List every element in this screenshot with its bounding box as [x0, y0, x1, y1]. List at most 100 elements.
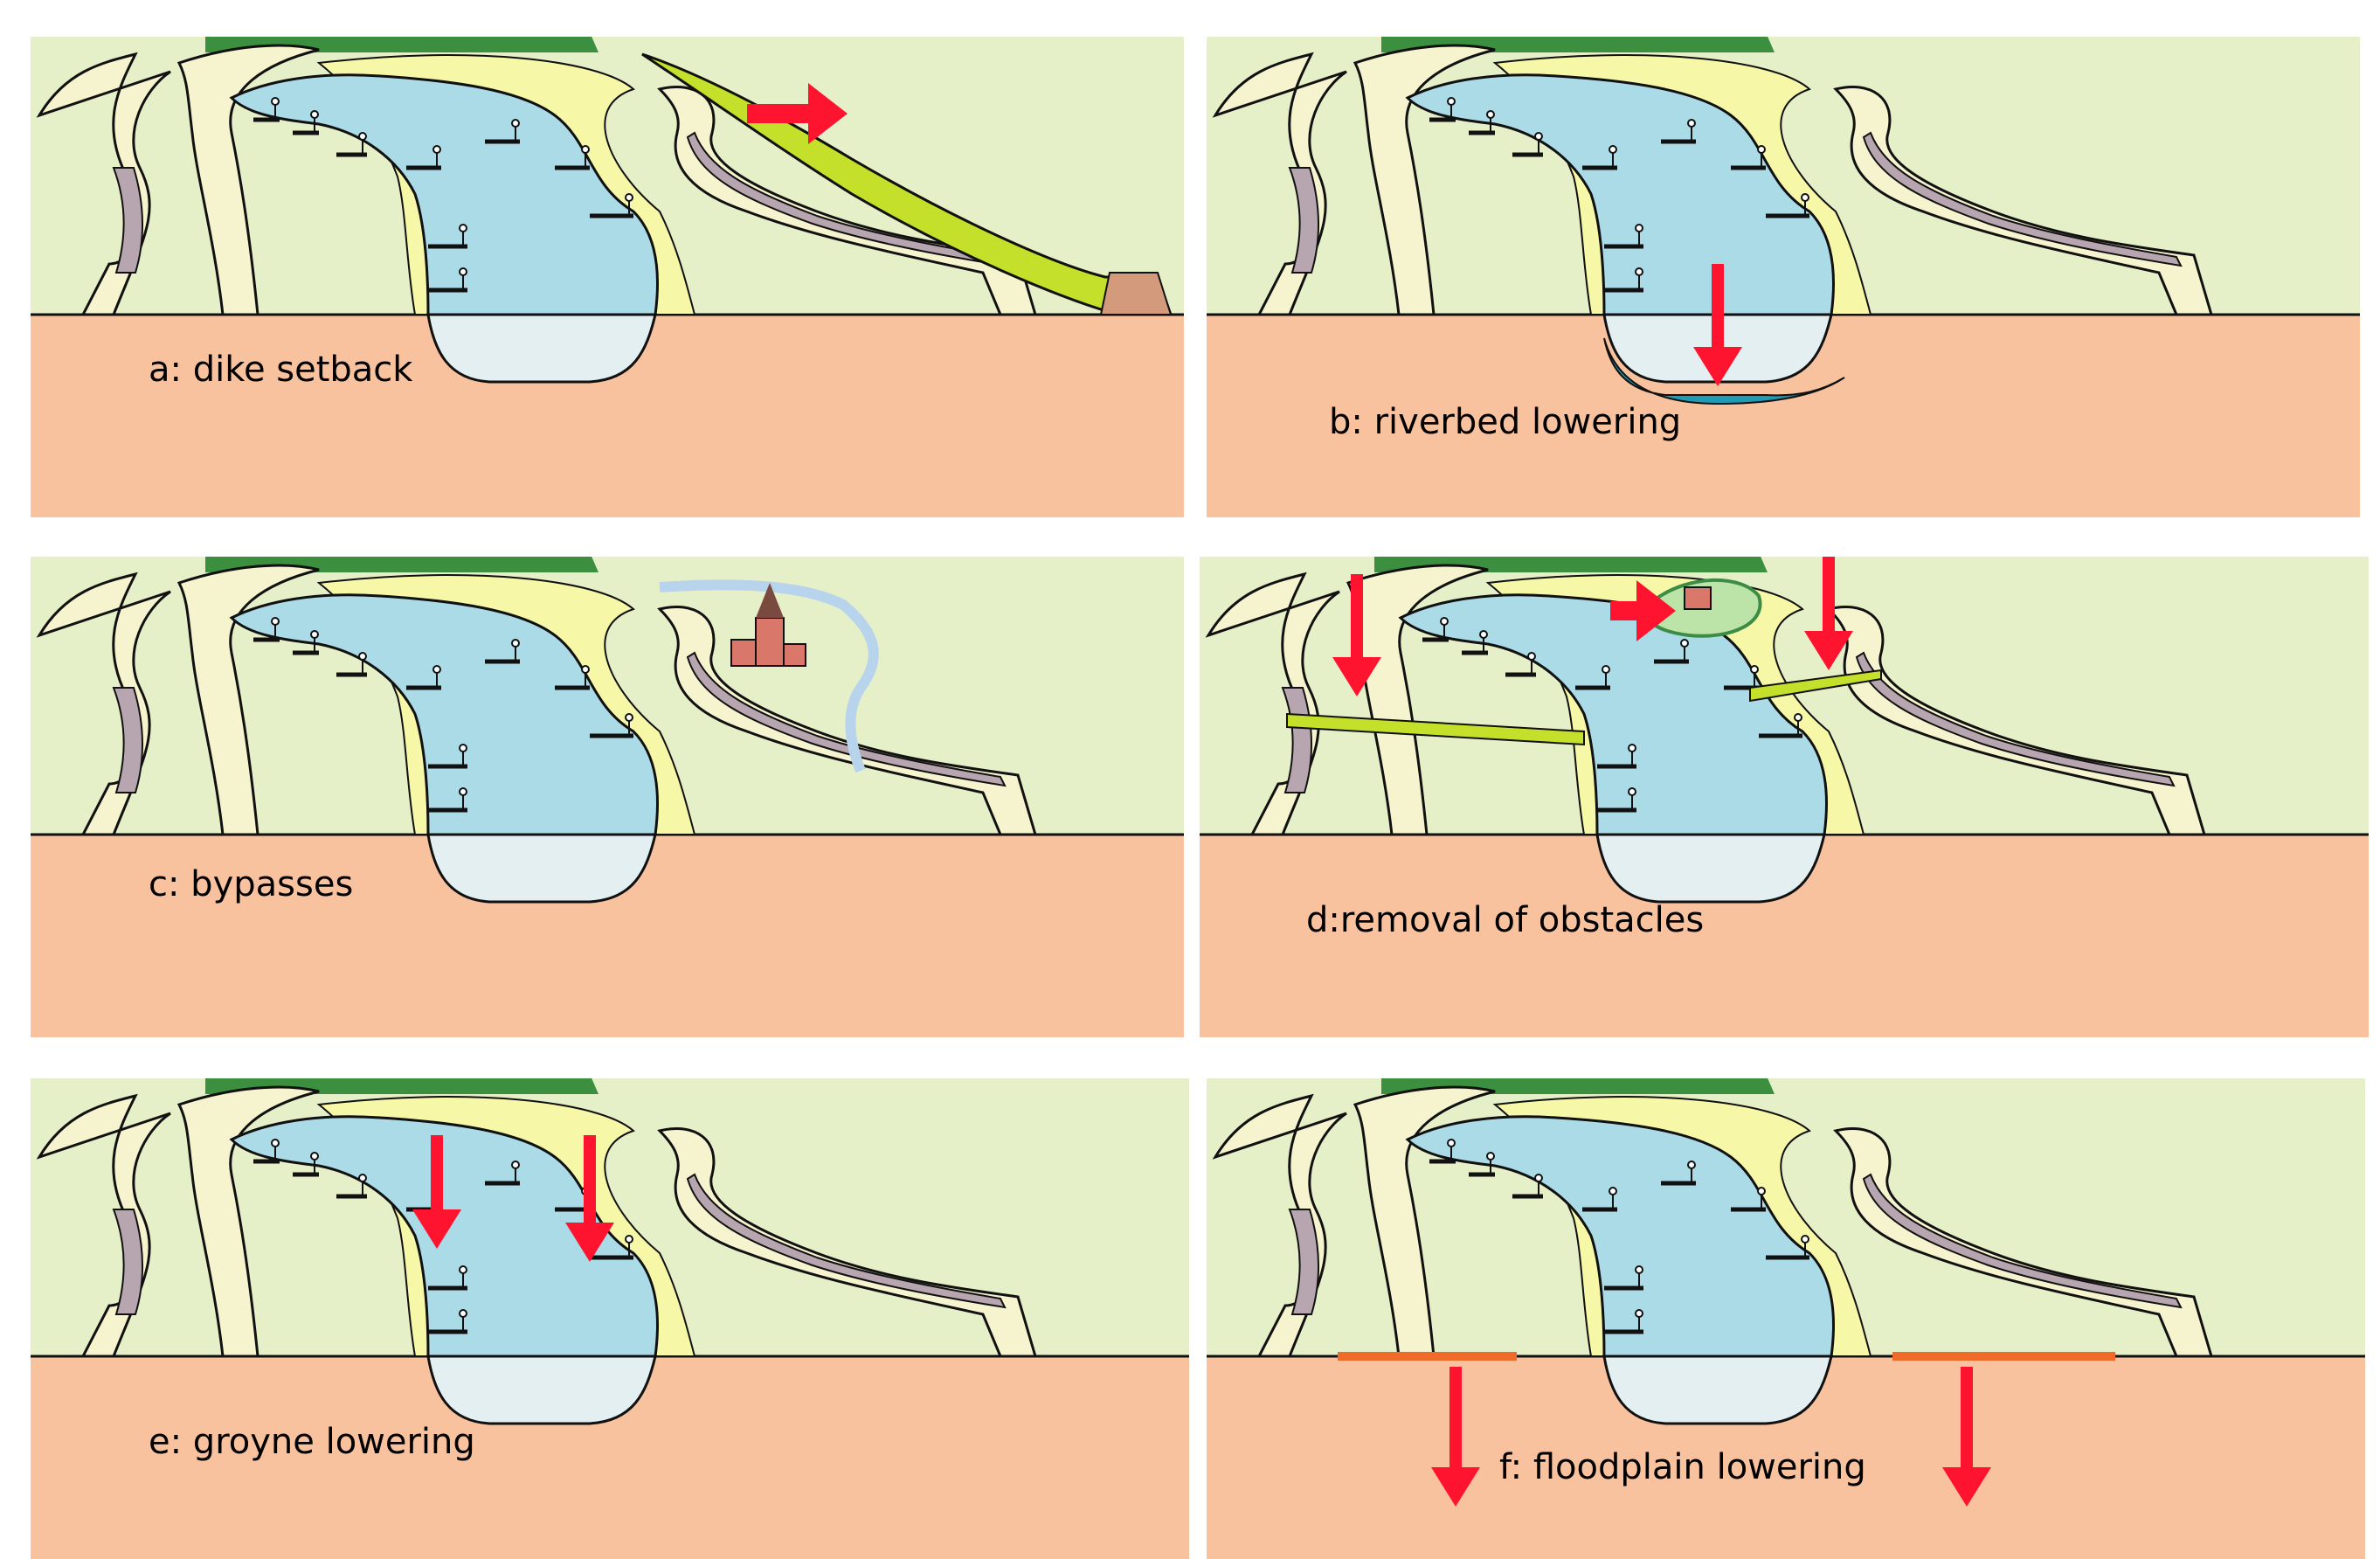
- panel-dike-setback: a: dike setback: [31, 37, 1184, 517]
- panel-removal-of-obstacles: d:removal of obstacles: [1200, 557, 2369, 1037]
- groyne-beacon-light: [1628, 787, 1636, 796]
- panel-label: b: riverbed lowering: [1329, 402, 1682, 442]
- river-channel: [426, 833, 657, 904]
- groyne-beacon-light: [1801, 193, 1809, 202]
- groyne-beacon-light: [271, 617, 280, 626]
- base-scene: [1200, 557, 2369, 1037]
- groyne-beacon-light: [310, 630, 319, 639]
- panel-label: f: floodplain lowering: [1499, 1447, 1866, 1487]
- base-scene: [31, 1078, 1189, 1559]
- right-dike-crest: [686, 651, 1007, 787]
- right-dike: [1826, 605, 2207, 836]
- groyne-beacon-light: [271, 97, 280, 106]
- groyne-beacon-light: [511, 1161, 520, 1169]
- base-scene: [1207, 37, 2360, 517]
- groyne-beacon-light: [358, 132, 367, 141]
- house-icon: [783, 643, 806, 667]
- groyne-beacon-light: [1801, 1235, 1809, 1244]
- variant-overlay: [659, 579, 879, 773]
- base-scene: [1207, 1078, 2365, 1559]
- right-dike-crest: [1862, 1173, 2183, 1309]
- groyne-beacon-light: [1757, 145, 1766, 154]
- groyne-beacon-light: [1635, 1265, 1643, 1274]
- left-dike-crest: [112, 167, 143, 274]
- groyne-beacon-light: [1750, 665, 1759, 674]
- setback-dike-end: [1099, 272, 1173, 315]
- groyne-beacon-light: [1534, 1174, 1543, 1182]
- variant-overlay: [1338, 1352, 2115, 1507]
- down-arrow-icon: [1942, 1467, 1991, 1507]
- groyne-beacon-light: [271, 1139, 280, 1147]
- groyne-beacon-light: [459, 1265, 467, 1274]
- groyne-beacon-light: [581, 145, 590, 154]
- groyne-beacon-light: [1687, 1161, 1696, 1169]
- left-summer-dike: [176, 44, 320, 316]
- left-summer-dike: [1353, 1085, 1496, 1358]
- groyne-beacon-light: [1486, 110, 1495, 119]
- river-water: [229, 73, 659, 316]
- base-scene: [31, 37, 1184, 517]
- groyne-beacon-light: [625, 193, 633, 202]
- groyne-beacon-light: [459, 267, 467, 276]
- groyne-beacon-light: [1447, 97, 1456, 106]
- variant-overlay: [641, 52, 1173, 316]
- church-icon: [755, 617, 785, 667]
- right-dike: [1833, 1126, 2214, 1358]
- groyne-beacon-light: [432, 665, 441, 674]
- groyne-beacon-light: [1447, 1139, 1456, 1147]
- left-summer-dike: [1353, 44, 1496, 316]
- right-dike-crest: [1862, 131, 2183, 267]
- down-arrow-icon: [565, 1223, 614, 1262]
- groyne-beacon-light: [1479, 630, 1488, 639]
- groyne-beacon-light: [1687, 119, 1696, 128]
- variant-overlay: [1603, 264, 1845, 405]
- river-water: [1405, 73, 1835, 316]
- river-channel: [426, 313, 657, 384]
- lowered-floodplain: [1338, 1352, 1517, 1361]
- panel-label: e: groyne lowering: [149, 1422, 475, 1462]
- groyne-beacon-light: [1486, 1152, 1495, 1161]
- left-summer-dike: [176, 564, 320, 836]
- groyne-beacon-light: [1757, 1187, 1766, 1195]
- panel-label: a: dike setback: [149, 350, 413, 390]
- left-dike-crest: [112, 1209, 143, 1315]
- groyne-beacon-light: [1680, 639, 1689, 648]
- panel-groyne-lowering: e: groyne lowering: [31, 1078, 1189, 1559]
- left-dike-crest: [1288, 1209, 1319, 1315]
- groyne-beacon-light: [432, 145, 441, 154]
- variant-overlay: [412, 1135, 614, 1262]
- obstacle-embankment: [1749, 669, 1882, 703]
- right-dike-crest: [1855, 651, 2176, 787]
- groyne-beacon-light: [1794, 713, 1802, 722]
- groyne-beacon-light: [310, 1152, 319, 1161]
- panel-label: d:removal of obstacles: [1306, 900, 1705, 940]
- left-dike-crest: [1288, 167, 1319, 274]
- right-dike: [657, 1126, 1038, 1358]
- base-scene: [31, 557, 1184, 1037]
- panel-riverbed-lowering: b: riverbed lowering: [1207, 37, 2360, 517]
- groyne-beacon-light: [511, 119, 520, 128]
- river-channel: [1595, 833, 1826, 904]
- right-dike-crest: [686, 1173, 1007, 1309]
- river-cross-section-diagram: [31, 37, 1184, 517]
- river-water: [1405, 1115, 1835, 1358]
- groyne-beacon-light: [581, 665, 590, 674]
- river-channel: [426, 1355, 657, 1425]
- down-arrow-icon: [1431, 1467, 1480, 1507]
- groyne-beacon-light: [310, 110, 319, 119]
- groyne-beacon-light: [625, 713, 633, 722]
- groyne-beacon-light: [1602, 665, 1610, 674]
- groyne-beacon-light: [459, 1309, 467, 1318]
- down-arrow-icon: [1693, 347, 1742, 386]
- house-icon: [1684, 586, 1712, 610]
- river-cross-section-diagram: [1207, 37, 2360, 517]
- down-arrow-icon: [412, 1209, 461, 1249]
- lowered-floodplain: [1892, 1352, 2115, 1361]
- house-icon: [730, 639, 757, 667]
- groyne-beacon-light: [1534, 132, 1543, 141]
- down-arrow-icon: [1332, 657, 1381, 696]
- groyne-beacon-light: [1635, 224, 1643, 232]
- panel-bypasses: c: bypasses: [31, 557, 1184, 1037]
- right-arrow-icon: [808, 83, 848, 144]
- groyne-beacon-light: [1635, 1309, 1643, 1318]
